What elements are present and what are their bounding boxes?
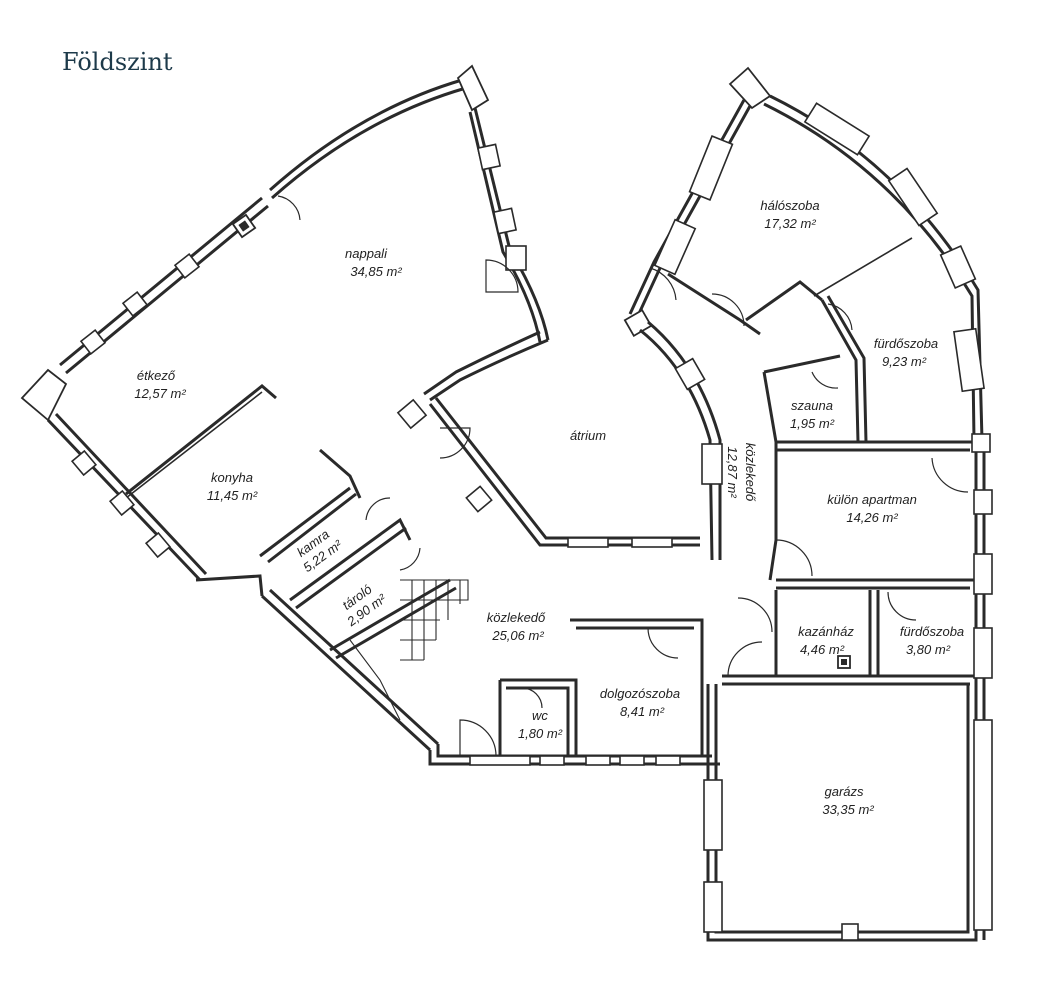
room-area: 8,41 m² bbox=[620, 704, 665, 719]
room-kulon-apartman: külön apartman 14,26 m² bbox=[827, 492, 917, 525]
room-area: 4,46 m² bbox=[800, 642, 845, 657]
room-name: fürdőszoba bbox=[874, 336, 938, 351]
room-name: konyha bbox=[211, 470, 253, 485]
room-name: külön apartman bbox=[827, 492, 917, 507]
room-area: 12,87 m² bbox=[725, 446, 740, 498]
room-name: közlekedő bbox=[743, 443, 758, 502]
room-area: 1,80 m² bbox=[518, 726, 563, 741]
room-kazanhaz: kazánház 4,46 m² bbox=[798, 624, 854, 657]
room-name: garázs bbox=[824, 784, 864, 799]
room-area: 33,35 m² bbox=[822, 802, 874, 817]
room-wc: wc 1,80 m² bbox=[518, 708, 563, 741]
room-name: dolgozószoba bbox=[600, 686, 680, 701]
room-etkezo: étkező 12,57 m² bbox=[134, 368, 186, 401]
room-haloszoba: hálószoba 17,32 m² bbox=[760, 198, 819, 231]
room-area: 17,32 m² bbox=[764, 216, 816, 231]
room-area: 12,57 m² bbox=[134, 386, 186, 401]
room-furdoszoba-2: fürdőszoba 3,80 m² bbox=[900, 624, 964, 657]
right-wing-doors bbox=[649, 267, 969, 677]
room-name: szauna bbox=[791, 398, 833, 413]
plan-title: Földszint bbox=[62, 48, 173, 76]
room-name: wc bbox=[532, 708, 548, 723]
room-kozlekedo-vertical: közlekedő 12,87 m² bbox=[725, 443, 758, 502]
lower-center-walls bbox=[428, 618, 720, 766]
room-konyha: konyha 11,45 m² bbox=[207, 470, 258, 503]
room-kozlekedo-main: közlekedő 25,06 m² bbox=[487, 610, 546, 643]
left-wing-windows bbox=[70, 143, 673, 559]
room-area: 9,23 m² bbox=[882, 354, 927, 369]
room-name: nappali bbox=[345, 246, 388, 261]
room-garazs: garázs 33,35 m² bbox=[822, 784, 874, 817]
room-name: kazánház bbox=[798, 624, 854, 639]
left-wing-walls bbox=[20, 64, 700, 752]
room-name: étkező bbox=[137, 368, 176, 383]
room-name: hálószoba bbox=[760, 198, 819, 213]
tarolo-stairs bbox=[349, 579, 469, 721]
room-area: 25,06 m² bbox=[491, 628, 544, 643]
right-wing-windows bbox=[653, 102, 993, 941]
room-area: 1,95 m² bbox=[790, 416, 835, 431]
room-area: 11,45 m² bbox=[207, 488, 258, 503]
room-furdoszoba-1: fürdőszoba 9,23 m² bbox=[874, 336, 938, 369]
room-nappali: nappali 34,85 m² bbox=[345, 246, 402, 279]
room-area: 14,26 m² bbox=[846, 510, 898, 525]
room-area: 34,85 m² bbox=[350, 264, 402, 279]
room-atrium: átrium bbox=[570, 428, 606, 443]
room-labels: nappali 34,85 m² étkező 12,57 m² konyha … bbox=[134, 198, 964, 817]
room-name: átrium bbox=[570, 428, 606, 443]
room-name: közlekedő bbox=[487, 610, 546, 625]
room-szauna: szauna 1,95 m² bbox=[790, 398, 835, 431]
room-dolgozoszoba: dolgozószoba 8,41 m² bbox=[600, 686, 680, 719]
room-name: fürdőszoba bbox=[900, 624, 964, 639]
left-wing-doors bbox=[277, 195, 519, 571]
room-area: 3,80 m² bbox=[906, 642, 951, 657]
